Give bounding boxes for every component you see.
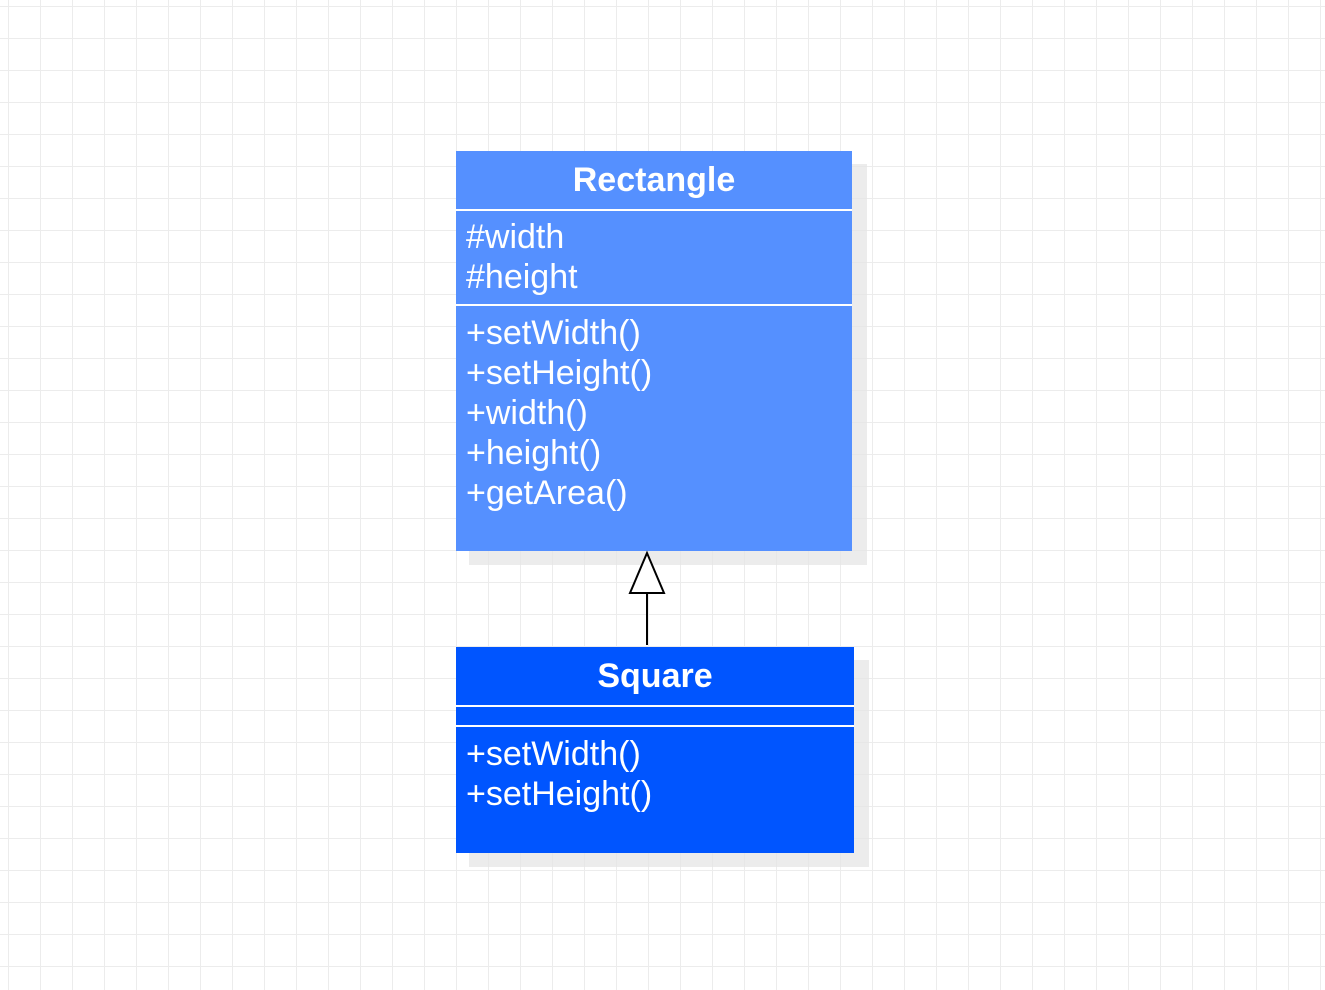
- square-methods: +setWidth() +setHeight(): [456, 727, 854, 814]
- square-class-box[interactable]: Square +setWidth() +setHeight(): [456, 647, 854, 853]
- rectangle-section-divider: [456, 304, 852, 306]
- rectangle-method-height: +height(): [466, 434, 602, 472]
- rectangle-methods: +setWidth() +setHeight() +width() +heigh…: [456, 306, 852, 513]
- rectangle-attribute-height: #height: [466, 258, 578, 296]
- square-method-setheight: +setHeight(): [466, 775, 653, 813]
- square-method-setwidth: +setWidth(): [466, 735, 641, 773]
- rectangle-attributes: #width #height: [456, 211, 852, 304]
- rectangle-class-box[interactable]: Rectangle #width #height +setWidth() +se…: [456, 151, 852, 551]
- hollow-triangle-arrowhead-icon: [628, 550, 666, 594]
- rectangle-method-width: +width(): [466, 394, 588, 432]
- square-section-divider: [456, 725, 854, 727]
- rectangle-method-setheight: +setHeight(): [466, 354, 653, 392]
- rectangle-attribute-width: #width: [466, 218, 565, 256]
- square-class-name: Square: [456, 647, 854, 707]
- rectangle-class-name: Rectangle: [456, 151, 852, 211]
- rectangle-method-setwidth: +setWidth(): [466, 314, 641, 352]
- rectangle-method-getarea: +getArea(): [466, 474, 628, 512]
